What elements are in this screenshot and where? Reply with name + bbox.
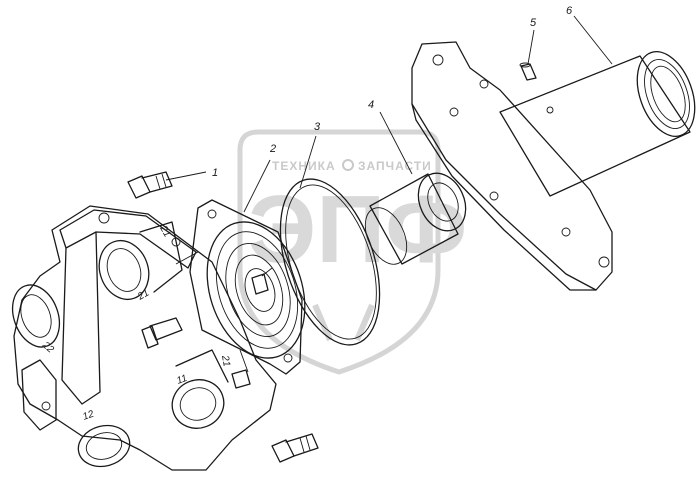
leader-2 [243,159,271,213]
part-1-bolt [127,171,173,199]
callouts: 1 2 3 4 5 6 [212,5,573,179]
leader-4 [379,111,413,175]
port-mark-21-top: 21 [157,223,173,239]
leader-6 [573,15,613,65]
part-6-flange-tube [411,41,696,291]
leader-5 [527,29,535,65]
loose-bolt [271,433,319,463]
port-mark-21-mid: 21 [135,288,151,304]
callout-1: 1 [212,167,218,179]
port-mark-21-right: 21 [219,354,232,368]
callout-3: 3 [314,121,321,133]
leader-3 [299,135,317,189]
port-mark-12: 12 [81,409,96,423]
watermark-text-left: ТЕХНИКА [272,159,336,173]
callout-2: 2 [269,143,276,155]
leader-lines [165,15,613,213]
leader-1 [165,171,207,181]
port-mark-11: 11 [175,373,189,387]
part-5-pin [519,62,537,81]
watermark-wrench-icon [312,303,375,342]
watermark: ТЕХНИКА ЗАПЧАСТИ ЭПФ [237,129,467,375]
callout-6: 6 [566,5,573,17]
watermark-gear-icon [342,159,354,171]
callout-4: 4 [368,99,374,111]
port-marks: 21 21 22 11 21 12 [39,223,232,423]
watermark-shield-icon [237,129,441,375]
callout-5: 5 [530,17,537,29]
valve-body [11,205,277,471]
part-2-diaphragm [189,199,306,375]
watermark-text-right: ЗАПЧАСТИ [358,159,432,173]
